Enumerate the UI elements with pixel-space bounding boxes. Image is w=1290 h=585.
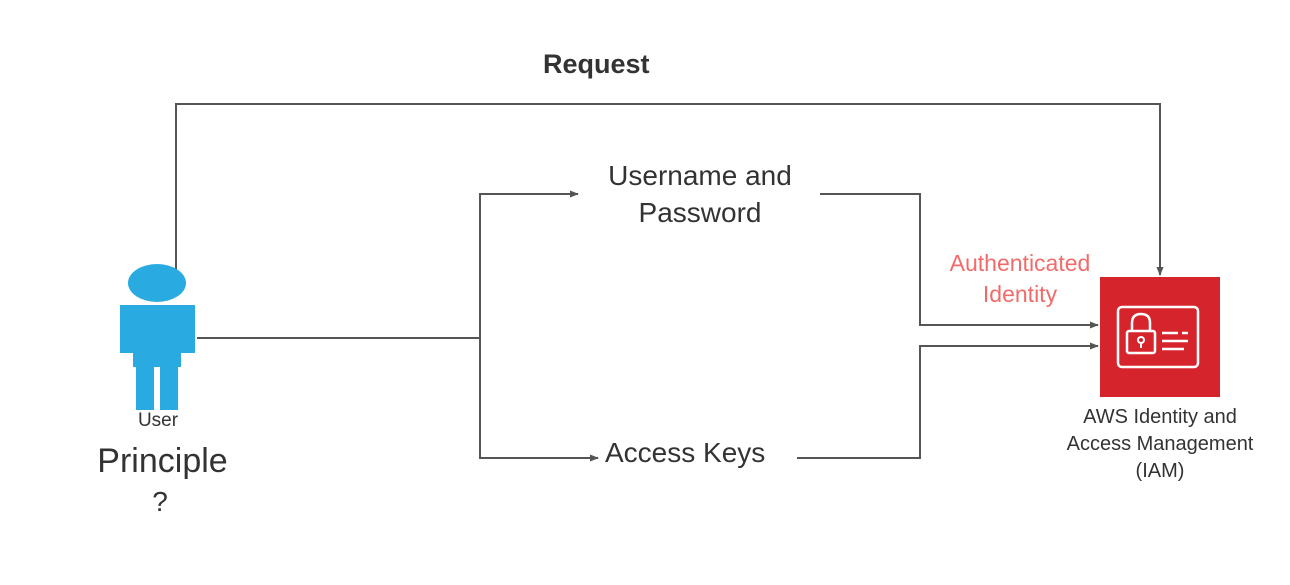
branch-to-access-keys-connector [479,338,599,462]
iam-label: AWS Identity and Access Management (IAM) [1066,406,1254,482]
credentials-to-iam-connector [820,193,1099,329]
question-mark-label: ? [152,486,168,517]
user-person-icon [120,264,195,410]
branch-to-credentials-connector [479,190,579,338]
iam-service-box [1100,277,1220,397]
user-label: User [137,410,179,431]
principle-label: Principle [97,442,228,480]
access-keys-to-iam-connector [797,342,1099,459]
username-password-label: Username and Password [608,160,792,228]
authenticated-identity-label: Authenticated Identity [949,250,1091,307]
request-connector [175,103,1164,276]
access-keys-label: Access Keys [605,437,766,468]
request-label: Request [543,49,650,79]
iam-lock-id-card-icon [1116,305,1200,369]
